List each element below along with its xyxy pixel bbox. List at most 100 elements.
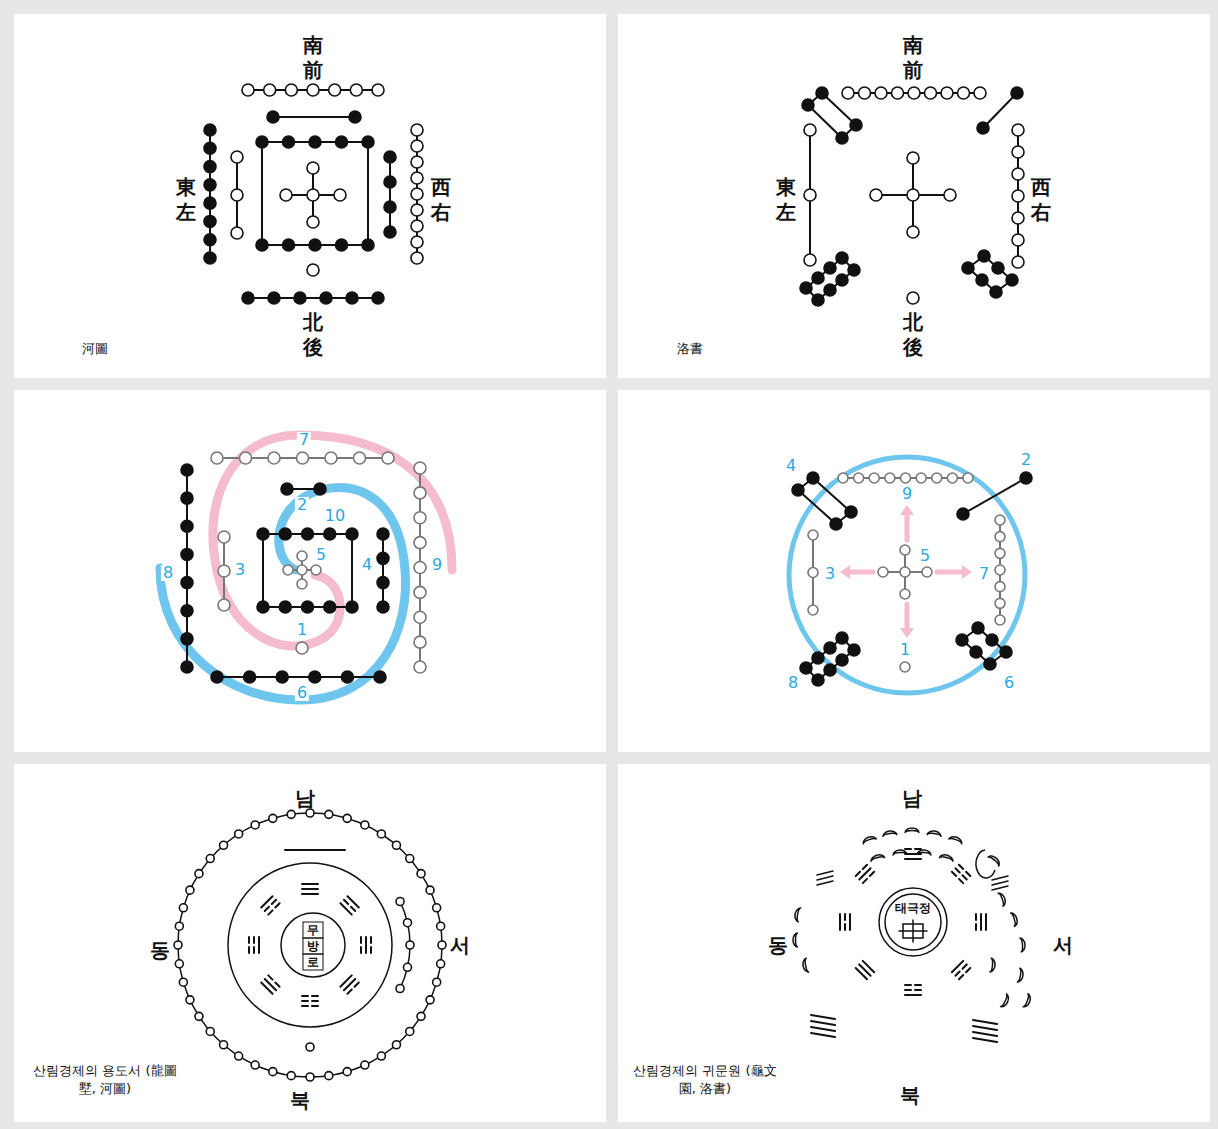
yang-dot	[206, 855, 214, 863]
yang-dot	[995, 598, 1005, 608]
yang-dot	[995, 565, 1005, 575]
crescent-mark	[793, 933, 798, 947]
joining-line	[811, 1021, 835, 1025]
yin-dot	[836, 654, 848, 666]
center-ring	[885, 894, 941, 950]
joining-line	[798, 490, 836, 524]
joining-line	[966, 968, 970, 972]
yin-dot	[279, 528, 291, 540]
pink-spiral	[213, 435, 452, 646]
callout-number: 8	[161, 565, 175, 581]
callout-number: 4	[784, 458, 798, 474]
yang-dot	[396, 984, 404, 992]
yin-dot	[283, 136, 295, 148]
yang-dot	[411, 156, 423, 168]
yang-dot	[403, 963, 411, 971]
yin-dot	[324, 601, 336, 613]
crescent-mark	[802, 958, 809, 973]
joining-line	[905, 515, 910, 540]
yang-dot	[885, 473, 895, 483]
yang-dot	[925, 87, 937, 99]
callout-number: 10	[323, 508, 347, 524]
yang-dot	[392, 841, 400, 849]
square-frame	[263, 534, 352, 607]
yin-dot	[836, 252, 848, 264]
yin-dot	[377, 601, 389, 613]
yang-dot	[900, 589, 910, 599]
joining-line	[312, 1000, 318, 1002]
panel	[618, 14, 1210, 378]
yang-dot	[242, 84, 254, 96]
yang-dot	[1012, 124, 1024, 136]
joining-line	[258, 937, 260, 953]
yin-dot	[257, 601, 269, 613]
yang-dot	[1012, 168, 1024, 180]
yang-dot	[1012, 212, 1024, 224]
yang-dot	[417, 1012, 425, 1020]
yin-dot	[1000, 646, 1012, 658]
direction-label: 서	[448, 935, 472, 955]
yang-dot	[307, 162, 319, 174]
crescent-mark	[1019, 938, 1025, 952]
yang-dot	[1012, 146, 1024, 158]
yin-dot	[845, 506, 857, 518]
yin-dot	[204, 215, 216, 227]
yang-dot	[251, 1061, 259, 1069]
crescent-mark	[939, 853, 954, 861]
callout-number: 9	[430, 557, 444, 573]
yin-dot	[992, 262, 1004, 274]
yin-dot	[792, 484, 804, 496]
yin-dot	[256, 136, 268, 148]
yin-dot	[824, 262, 836, 274]
crescent-mark	[882, 830, 897, 837]
crescent-mark	[1010, 912, 1018, 927]
joining-line	[261, 896, 272, 907]
yang-dot	[900, 662, 910, 672]
yang-dot	[892, 87, 904, 99]
yang-dot	[406, 855, 414, 863]
yang-dot	[411, 172, 423, 184]
yang-dot	[411, 124, 423, 136]
yang-dot	[804, 124, 816, 136]
yang-dot	[296, 642, 308, 654]
direction-label: 동	[766, 935, 790, 955]
yang-dot	[264, 84, 276, 96]
yang-dot	[269, 814, 277, 822]
direction-label: 南	[901, 35, 925, 55]
panel	[618, 764, 1210, 1122]
joining-line	[302, 995, 308, 997]
yang-dot	[995, 582, 1005, 592]
yang-dot	[307, 216, 319, 228]
direction-label: 남	[293, 788, 317, 808]
callout-number: 6	[295, 685, 309, 701]
yang-dot	[306, 1043, 314, 1051]
yang-dot	[268, 452, 280, 464]
joining-line	[217, 676, 380, 678]
yin-dot	[294, 292, 306, 304]
yin-dot	[336, 136, 348, 148]
joining-line	[863, 879, 867, 883]
joining-line	[817, 871, 833, 875]
joining-line	[365, 937, 367, 953]
joining-line	[850, 570, 873, 575]
yin-dot	[812, 272, 824, 284]
yang-dot	[426, 996, 434, 1004]
joining-line	[302, 883, 318, 885]
yang-dot	[908, 87, 920, 99]
yang-dot	[414, 562, 426, 574]
joining-line	[839, 914, 841, 930]
yang-dot	[231, 189, 243, 201]
joining-line	[973, 1020, 997, 1024]
direction-label: 동	[148, 940, 172, 960]
yin-dot	[977, 122, 989, 134]
joining-line	[952, 961, 963, 972]
yang-dot	[414, 462, 426, 474]
yang-dot	[1012, 190, 1024, 202]
yin-dot	[309, 136, 321, 148]
yang-dot	[220, 1041, 228, 1049]
yang-dot	[307, 189, 319, 201]
yang-dot	[963, 473, 973, 483]
yin-dot	[374, 671, 386, 683]
yin-dot	[181, 605, 193, 617]
joining-line	[818, 270, 854, 300]
